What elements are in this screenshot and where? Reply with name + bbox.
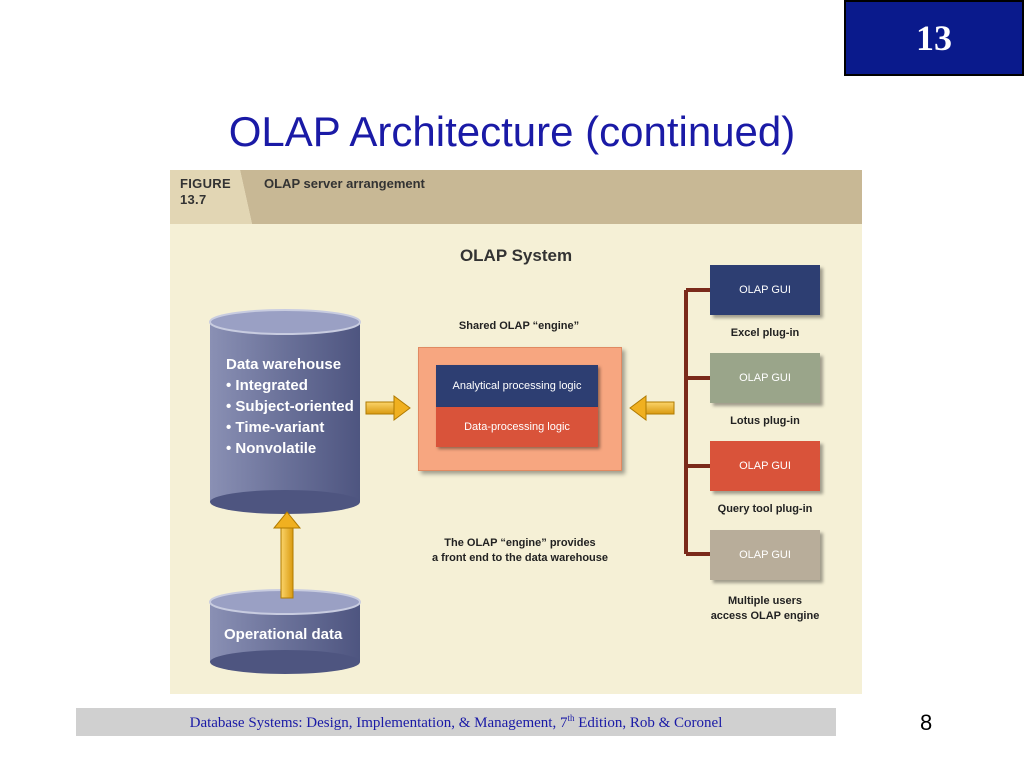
- operational-data-label: Operational data: [224, 626, 343, 643]
- figure: FIGURE 13.7 OLAP server arrangement OLAP…: [170, 170, 862, 694]
- engine-label: Shared OLAP “engine”: [458, 320, 580, 332]
- footer-citation: Database Systems: Design, Implementation…: [76, 708, 836, 736]
- warehouse-bullet: • Subject-oriented: [226, 398, 354, 415]
- olap-gui-query: OLAP GUI: [710, 441, 820, 491]
- figure-caption: OLAP server arrangement: [264, 176, 425, 191]
- operational-data-cylinder: [209, 589, 361, 674]
- warehouse-title: Data warehouse: [226, 356, 342, 373]
- olap-gui-lotus: OLAP GUI: [710, 353, 820, 403]
- multiple-users-line: Multiple users: [728, 595, 802, 607]
- slide-title: OLAP Architecture (continued): [228, 108, 796, 155]
- warehouse-bullet: • Time-variant: [226, 419, 325, 436]
- data-warehouse-cylinder: [209, 309, 361, 514]
- chapter-number-box: 13: [844, 0, 1024, 76]
- query-plugin-label: Query tool plug-in: [717, 503, 813, 515]
- figure-label: FIGURE 13.7: [180, 176, 231, 208]
- diagram-title: OLAP System: [459, 246, 573, 265]
- chapter-number: 13: [916, 18, 952, 58]
- engine-note: The OLAP “engine” provides a front end t…: [390, 536, 650, 566]
- lotus-plugin-label: Lotus plug-in: [730, 415, 800, 427]
- page-number: 8: [920, 710, 933, 735]
- multiple-users-label: Multiple users access OLAP engine: [690, 594, 840, 624]
- figure-label-word: FIGURE: [180, 176, 231, 191]
- data-processing-logic-box: Data-processing logic: [436, 407, 598, 447]
- multiple-users-line: access OLAP engine: [710, 610, 820, 622]
- olap-gui-excel: OLAP GUI: [710, 265, 820, 315]
- right-arrow-icon: [365, 395, 411, 421]
- engine-note-line: a front end to the data warehouse: [431, 552, 609, 564]
- analytical-logic-box: Analytical processing logic: [436, 365, 598, 407]
- footer-text: Database Systems: Design, Implementation…: [189, 712, 723, 731]
- figure-label-number: 13.7: [180, 192, 207, 207]
- engine-note-line: The OLAP “engine” provides: [444, 537, 596, 549]
- figure-header-band: [170, 170, 862, 226]
- up-arrow-icon: [272, 511, 302, 599]
- diagram-graphics: [209, 288, 710, 674]
- gui-connector-bracket: [684, 288, 710, 556]
- data-warehouse-label: Data warehouse • Integrated • Subject-or…: [226, 354, 354, 459]
- warehouse-bullet: • Nonvolatile: [226, 440, 317, 457]
- olap-gui-multi: OLAP GUI: [710, 530, 820, 580]
- warehouse-bullet: • Integrated: [226, 377, 308, 394]
- excel-plugin-label: Excel plug-in: [730, 327, 800, 339]
- left-arrow-icon: [629, 395, 675, 421]
